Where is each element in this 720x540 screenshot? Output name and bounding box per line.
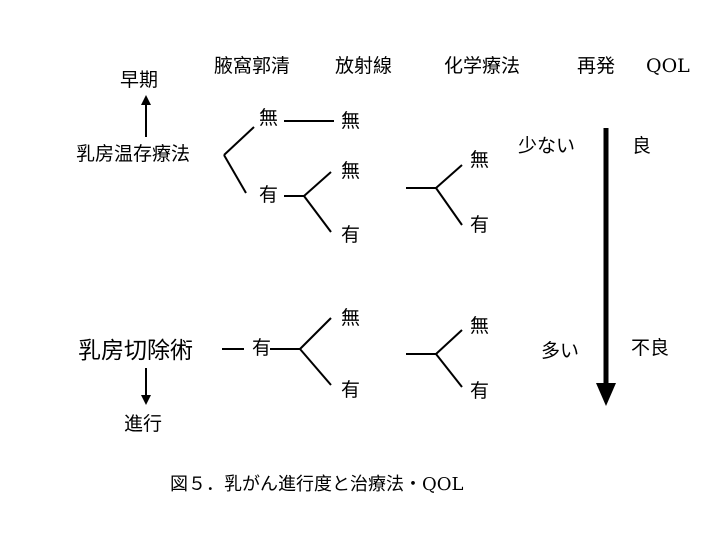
- radiation-yes-label: 有: [341, 379, 360, 401]
- scale-arrow-head: [596, 383, 616, 406]
- branch-line: [223, 126, 255, 156]
- branch-line: [435, 353, 463, 388]
- radiation-yes-label: 有: [341, 224, 360, 246]
- breast-conserving-label: 乳房温存療法: [76, 143, 190, 165]
- branch-line: [435, 164, 463, 189]
- axillary-yes-label: 有: [252, 337, 271, 359]
- radiation-none-label: 無: [341, 110, 360, 132]
- radiation-none-label: 無: [341, 307, 360, 329]
- radiation-none-label: 無: [341, 160, 360, 182]
- chemo-none-label: 無: [470, 149, 489, 171]
- recurrence-many-label: 多い: [541, 340, 579, 362]
- branch-line: [299, 348, 332, 386]
- branch-line: [435, 329, 463, 355]
- advanced-label: 進行: [124, 413, 162, 435]
- header-axillary-dissection: 腋窩郭清: [214, 55, 290, 77]
- chemo-yes-label: 有: [470, 214, 489, 236]
- branch-line: [223, 154, 247, 194]
- early-label: 早期: [120, 69, 158, 91]
- qol-good-label: 良: [632, 135, 651, 157]
- branch-line: [299, 317, 332, 350]
- chemo-yes-label: 有: [470, 380, 489, 402]
- mastectomy-label: 乳房切除術: [78, 338, 193, 364]
- qol-poor-label: 不良: [631, 337, 669, 359]
- header-radiation: 放射線: [335, 55, 392, 77]
- axillary-yes-label: 有: [259, 184, 278, 206]
- figure-caption: 図５．乳がん進行度と治療法・QOL: [170, 474, 464, 495]
- axillary-none-label: 無: [259, 107, 278, 129]
- branch-line: [303, 171, 332, 197]
- branch-line: [303, 195, 332, 233]
- chemo-none-label: 無: [470, 315, 489, 337]
- header-qol: QOL: [646, 55, 690, 77]
- branch-line: [435, 187, 463, 226]
- header-recurrence: 再発: [577, 55, 615, 77]
- header-chemotherapy: 化学療法: [444, 55, 520, 77]
- recurrence-few-label: 少ない: [518, 135, 575, 157]
